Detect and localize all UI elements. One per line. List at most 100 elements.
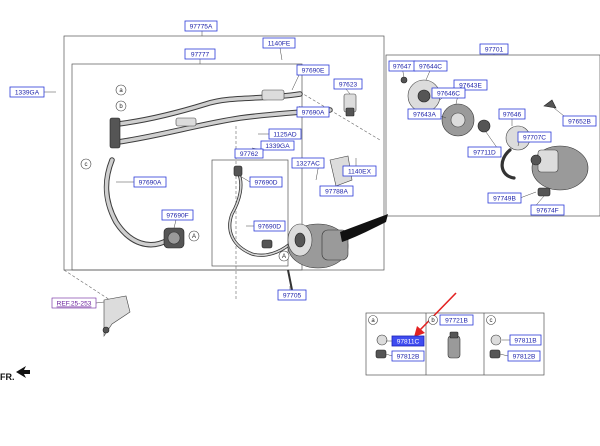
- label-1339GA-left[interactable]: 1339GA: [9, 86, 45, 98]
- label-1125AD[interactable]: 1125AD: [268, 128, 302, 140]
- label-97721B[interactable]: 97721B: [439, 314, 474, 326]
- label-97690D-upper[interactable]: 97690D: [249, 176, 283, 188]
- svg-text:b: b: [119, 104, 123, 110]
- sections-frame: [365, 312, 545, 376]
- label-97646C[interactable]: 97646C: [431, 87, 466, 99]
- svg-text:97705: 97705: [283, 293, 302, 300]
- section-c-parts: [489, 334, 502, 359]
- hose-assembly: [228, 165, 292, 257]
- label-97812B-section-c[interactable]: 97812B: [507, 350, 541, 362]
- svg-text:97811B: 97811B: [514, 338, 537, 345]
- svg-text:1339GA: 1339GA: [15, 90, 40, 97]
- label-97690E[interactable]: 97690E: [296, 64, 330, 76]
- svg-text:1140FE: 1140FE: [268, 41, 291, 48]
- label-97705[interactable]: 97705: [277, 289, 307, 301]
- svg-text:97788A: 97788A: [325, 189, 348, 196]
- svg-text:97690E: 97690E: [302, 68, 325, 75]
- label-97711D[interactable]: 97711D: [467, 146, 502, 158]
- callout-A-left: A: [188, 230, 200, 242]
- section-c-marker: c: [486, 315, 496, 325]
- front-direction-marker: FR.: [0, 366, 30, 382]
- svg-text:97690D: 97690D: [254, 180, 277, 187]
- inner-hose-frame: [211, 159, 289, 267]
- guide-line-mid: [299, 91, 381, 141]
- pressure-sensor-part: [343, 93, 357, 117]
- callout-a-top: a: [115, 84, 127, 96]
- svg-text:1140EX: 1140EX: [348, 169, 372, 176]
- svg-text:1339GA: 1339GA: [265, 143, 290, 150]
- label-97690D-lower[interactable]: 97690D: [253, 220, 286, 232]
- ref-bracket-part: [102, 295, 131, 337]
- svg-text:97690F: 97690F: [166, 213, 188, 220]
- bracket-part: [329, 155, 353, 187]
- label-97811C-highlighted[interactable]: 97811C: [391, 335, 425, 347]
- label-97777[interactable]: 97777: [184, 48, 216, 60]
- compressor-detail-frame: [385, 54, 600, 217]
- label-97707C[interactable]: 97707C: [517, 131, 552, 143]
- label-97762[interactable]: 97762: [234, 148, 264, 159]
- callout-A-right: A: [278, 250, 290, 262]
- section-a-marker: a: [368, 315, 378, 325]
- svg-text:97762: 97762: [240, 151, 259, 158]
- svg-text:97777: 97777: [191, 52, 210, 59]
- svg-text:1125AD: 1125AD: [273, 132, 297, 139]
- compressor-pointer-swoosh: [340, 214, 388, 242]
- svg-text:97707C: 97707C: [523, 135, 546, 142]
- svg-text:97643E: 97643E: [459, 83, 482, 90]
- svg-text:97690A: 97690A: [302, 110, 325, 117]
- svg-text:97646C: 97646C: [437, 91, 460, 98]
- compressor-main: [287, 223, 349, 269]
- label-97690A-lower[interactable]: 97690A: [133, 176, 167, 188]
- svg-text:97812B: 97812B: [513, 354, 536, 361]
- highlight-pointer-arrow: [414, 292, 457, 337]
- section-b-marker: b: [428, 315, 438, 325]
- label-97690A-upper[interactable]: 97690A: [296, 106, 330, 118]
- label-97643E[interactable]: 97643E: [453, 79, 488, 91]
- label-97690F[interactable]: 97690F: [161, 209, 194, 221]
- label-97643A[interactable]: 97643A: [407, 108, 442, 120]
- label-97652B[interactable]: 97652B: [562, 115, 597, 127]
- section-a-parts: [375, 334, 388, 359]
- label-97646[interactable]: 97646: [498, 108, 526, 120]
- svg-text:A: A: [192, 234, 196, 240]
- label-97647[interactable]: 97647: [388, 60, 416, 72]
- svg-text:97652B: 97652B: [568, 119, 591, 126]
- front-arrow-icon: [16, 366, 30, 378]
- svg-text:97775A: 97775A: [190, 24, 213, 31]
- guide-line-ref: [63, 269, 111, 301]
- svg-text:a: a: [371, 318, 375, 324]
- svg-text:97644C: 97644C: [419, 64, 442, 71]
- label-97674F[interactable]: 97674F: [530, 204, 565, 216]
- label-1140FE[interactable]: 1140FE: [262, 37, 296, 49]
- svg-text:97811C: 97811C: [397, 339, 420, 346]
- svg-text:c: c: [85, 162, 88, 168]
- label-1339GA-mid[interactable]: 1339GA: [260, 140, 295, 151]
- svg-text:97623: 97623: [339, 82, 358, 89]
- svg-text:97701: 97701: [485, 47, 504, 54]
- bolt-97705: [287, 269, 293, 291]
- label-97623[interactable]: 97623: [333, 78, 363, 90]
- label-1140EX[interactable]: 1140EX: [342, 165, 377, 177]
- svg-text:97749B: 97749B: [493, 196, 516, 203]
- label-97644C[interactable]: 97644C: [413, 60, 448, 72]
- label-97812B-section-a[interactable]: 97812B: [391, 350, 425, 362]
- callout-b-mid: b: [115, 100, 127, 112]
- svg-text:FR.: FR.: [0, 372, 15, 382]
- svg-text:97647: 97647: [393, 64, 412, 71]
- label-97749B[interactable]: 97749B: [487, 192, 522, 204]
- label-1327AC[interactable]: 1327AC: [291, 157, 325, 169]
- svg-text:97646: 97646: [503, 112, 522, 119]
- svg-text:c: c: [490, 318, 493, 324]
- svg-text:a: a: [119, 88, 123, 94]
- label-97775A[interactable]: 97775A: [184, 20, 218, 32]
- svg-text:A: A: [282, 254, 286, 260]
- label-97788A[interactable]: 97788A: [319, 185, 354, 197]
- svg-text:97690D: 97690D: [258, 224, 281, 231]
- label-97811B[interactable]: 97811B: [509, 334, 542, 346]
- svg-text:97643A: 97643A: [413, 112, 436, 119]
- label-97701[interactable]: 97701: [479, 43, 509, 55]
- pipe-assembly: [103, 89, 333, 249]
- ref-link-25-253[interactable]: REF.25-253: [51, 297, 97, 309]
- svg-text:b: b: [431, 318, 435, 324]
